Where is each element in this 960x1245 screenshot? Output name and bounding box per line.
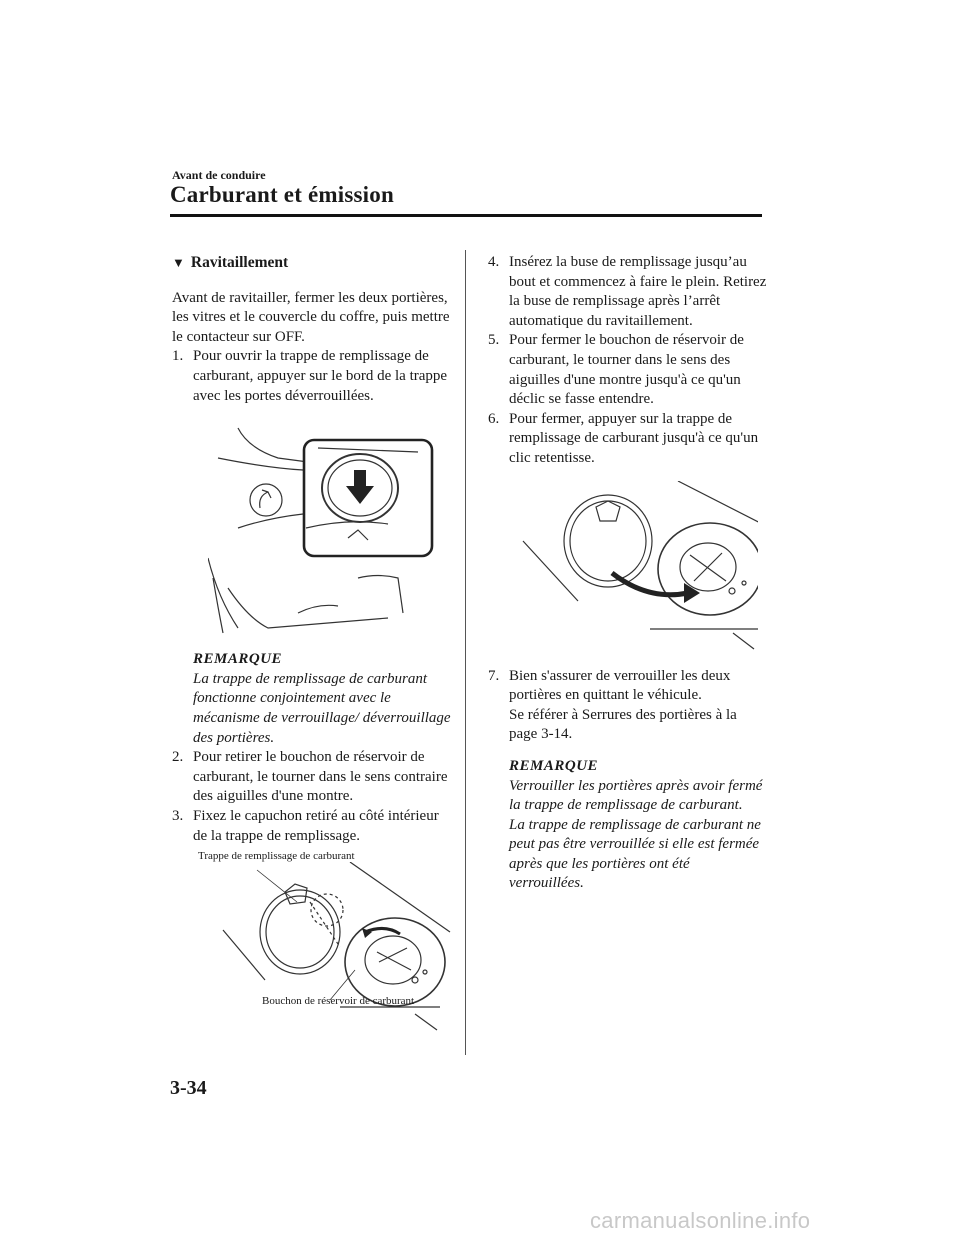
right-column: 4. Insérez la buse de remplissage jusqu’… — [488, 253, 768, 894]
caption-fuel-door: Trappe de remplissage de carburant — [198, 850, 355, 862]
note-text: La trappe de remplissage de carburant fo… — [193, 670, 451, 746]
step-text: Pour retirer le bouchon de réservoir de … — [193, 749, 448, 805]
note-title: REMARQUE — [193, 651, 283, 668]
step-2: 2. Pour retirer le bouchon de réservoir … — [172, 748, 454, 807]
step-number: 6. — [488, 410, 500, 427]
step-7: 7. Bien s'assurer de verrouiller les deu… — [488, 667, 768, 745]
step-5: 5. Pour fermer le bouchon de réservoir d… — [488, 331, 768, 409]
step-6: 6. Pour fermer, appuyer sur la trappe de… — [488, 410, 768, 469]
step-text: Pour fermer le bouchon de réservoir de c… — [509, 332, 744, 408]
step-4: 4. Insérez la buse de remplissage jusqu’… — [488, 253, 768, 331]
step-number: 7. — [488, 667, 500, 684]
step-text: Bien s'assurer de verrouiller les deux p… — [509, 667, 768, 745]
step-text: Fixez le capuchon retiré au côté intérie… — [193, 807, 439, 844]
step-number: 4. — [488, 254, 500, 270]
fuel-door-press-illustration — [208, 427, 434, 634]
step-number: 1. — [172, 348, 184, 365]
title-divider — [170, 214, 762, 217]
step-number: 3. — [172, 807, 184, 824]
caption-fuel-cap: Bouchon de réservoir de carburant — [262, 995, 415, 1007]
step-number: 2. — [172, 749, 184, 766]
step-text: Insérez la buse de remplissage jusqu’au … — [509, 254, 767, 329]
page-title: Carburant et émission — [170, 182, 394, 207]
heading-text: Ravitaillement — [190, 254, 289, 271]
step-text: Pour fermer, appuyer sur la trappe de re… — [509, 410, 759, 466]
left-column: ▼ Ravitaillement Avant de ravitailler, f… — [172, 253, 454, 846]
cross-reference: Se référer à Serrures des portières à la… — [509, 706, 737, 743]
column-divider — [465, 250, 466, 1055]
note-text: La trappe de remplissage de carburant ne… — [509, 816, 761, 892]
step-1: 1. Pour ouvrir la trappe de remplissage … — [172, 347, 454, 406]
step-3: 3. Fixez le capuchon retiré au côté inté… — [172, 807, 454, 846]
watermark: carmanualsonline.info — [590, 1208, 811, 1233]
note-title: REMARQUE — [509, 757, 599, 774]
page-number: 3-34 — [170, 1077, 207, 1099]
section-label: Avant de conduire — [172, 168, 266, 182]
fuel-door-close-illustration — [522, 480, 758, 650]
section-heading: ▼ Ravitaillement — [172, 253, 454, 273]
step-text: Pour ouvrir la trappe de remplissage de … — [193, 348, 448, 404]
step-number: 5. — [488, 332, 500, 349]
intro-paragraph: Avant de ravitailler, fermer les deux po… — [172, 289, 450, 345]
triangle-down-icon: ▼ — [172, 255, 185, 270]
note-text: Verrouiller les portières après avoir fe… — [509, 777, 763, 814]
cap-attached-illustration — [222, 862, 451, 1031]
step-7-text: Bien s'assurer de verrouiller les deux p… — [509, 667, 731, 704]
